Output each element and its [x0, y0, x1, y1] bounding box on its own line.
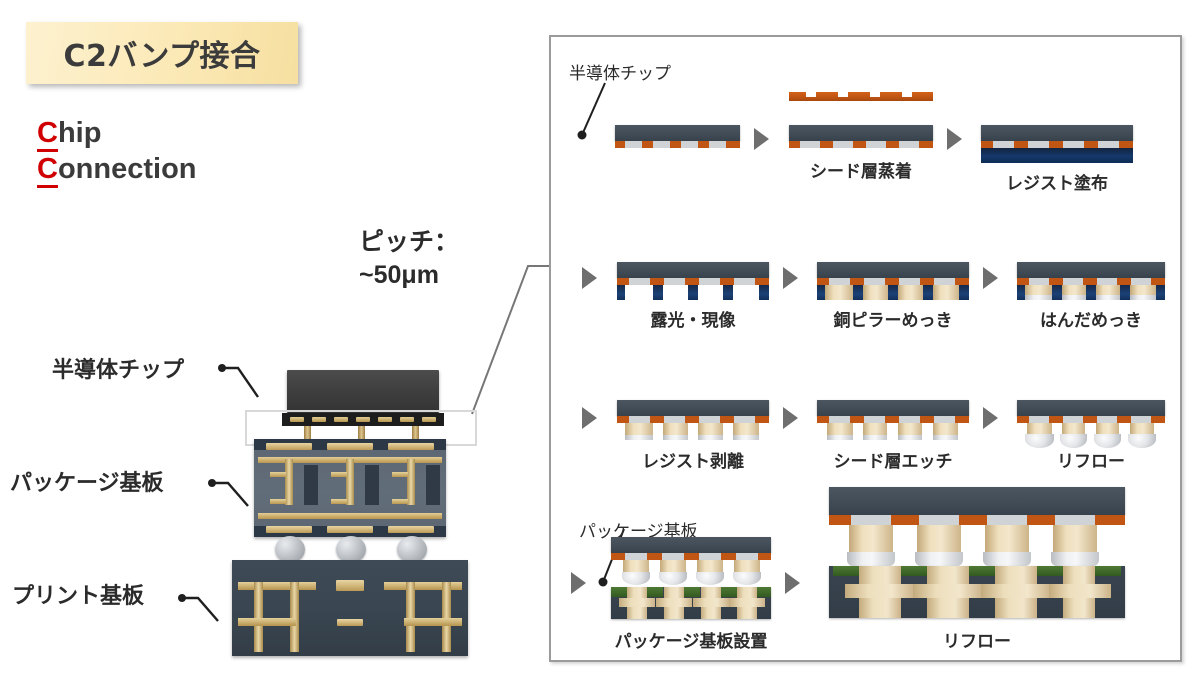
callout-expansion-line [471, 265, 549, 415]
step-solder-plating-graphic [1017, 262, 1165, 300]
annotation-chip: 半導体チップ [569, 64, 671, 84]
substrate-place-board-graphic [611, 587, 771, 619]
leader-dot-package [208, 479, 216, 487]
acronym-initial-c1: C [37, 117, 58, 152]
step-seed-graphic [789, 125, 933, 151]
step-reflow-1-graphic [1017, 400, 1165, 448]
bga-solder-ball [336, 536, 366, 563]
step-label-reflow-1: リフロー [1057, 452, 1125, 472]
cross-section-illustration [232, 370, 482, 660]
flow-arrow [785, 572, 800, 594]
seed-source-layer [789, 92, 933, 103]
acronym-line-chip: Chip [37, 116, 197, 152]
leader-dot-chip [218, 364, 226, 372]
leader-path-pcb [182, 596, 219, 622]
process-flow-panel: 半導体チップ シード層蒸着 [549, 35, 1182, 662]
bga-solder-ball [275, 536, 305, 563]
substrate-place-die-graphic [611, 537, 771, 585]
reflow-2-board-graphic [829, 566, 1125, 618]
step-resist-graphic [981, 125, 1133, 163]
acronym-line-connection: Connection [37, 152, 197, 188]
step-label-seed-etch: シード層エッチ [833, 452, 953, 472]
flow-arrow [582, 407, 597, 429]
annotation-line-chip [581, 82, 606, 136]
label-package-substrate: パッケージ基板 [10, 471, 164, 496]
flow-arrow [783, 407, 798, 429]
label-semiconductor-chip: 半導体チップ [52, 358, 185, 383]
flow-arrow [571, 572, 586, 594]
chip-die [287, 370, 439, 413]
step-label-resist-strip: レジスト剥離 [642, 452, 744, 472]
pitch-annotation: ピッチ： ~50μm [359, 226, 459, 292]
step-label-expose-develop: 露光・現像 [650, 311, 736, 331]
flow-arrow [582, 267, 597, 289]
step-label-cu-pillar-plating: 銅ピラーめっき [833, 311, 953, 331]
flow-arrow [754, 128, 769, 150]
flow-arrow [983, 407, 998, 429]
step-label-substrate-place: パッケージ基板設置 [614, 632, 768, 652]
flow-arrow [947, 128, 962, 150]
step-label-seed-deposition: シード層蒸着 [810, 162, 912, 182]
label-printed-board: プリント基板 [12, 584, 145, 609]
printed-board-body [232, 560, 468, 656]
acronym-rest-chip: hip [57, 117, 102, 149]
step-cu-pillar-graphic [817, 262, 969, 300]
step-expose-graphic [617, 262, 769, 300]
package-substrate-body [254, 439, 446, 537]
step-seed-etch-graphic [817, 400, 969, 440]
microbump [304, 426, 311, 439]
pitch-line-1: ピッチ： [359, 228, 460, 256]
acronym-rest-connection: onnection [57, 152, 197, 185]
reflow-2-die-graphic [829, 487, 1125, 566]
microbump [412, 426, 419, 439]
acronym-block: Chip Connection [37, 116, 197, 188]
step-label-reflow-2: リフロー [943, 632, 1011, 652]
acronym-initial-c2: C [37, 152, 58, 188]
step-resist-strip-graphic [617, 400, 769, 440]
microbump [358, 426, 365, 439]
pitch-line-2: ~50μm [359, 261, 439, 289]
chip-ubm-layer [282, 413, 444, 426]
flow-arrow [783, 267, 798, 289]
leader-dot-pcb [178, 594, 186, 602]
title-box: C2バンプ接合 [26, 22, 298, 84]
bga-solder-ball [397, 536, 427, 563]
flow-arrow [983, 267, 998, 289]
step-start-graphic [615, 125, 740, 151]
page-title: C2バンプ接合 [63, 39, 261, 74]
step-label-solder-plating: はんだめっき [1040, 311, 1142, 331]
step-label-resist-coating: レジスト塗布 [1006, 174, 1108, 194]
